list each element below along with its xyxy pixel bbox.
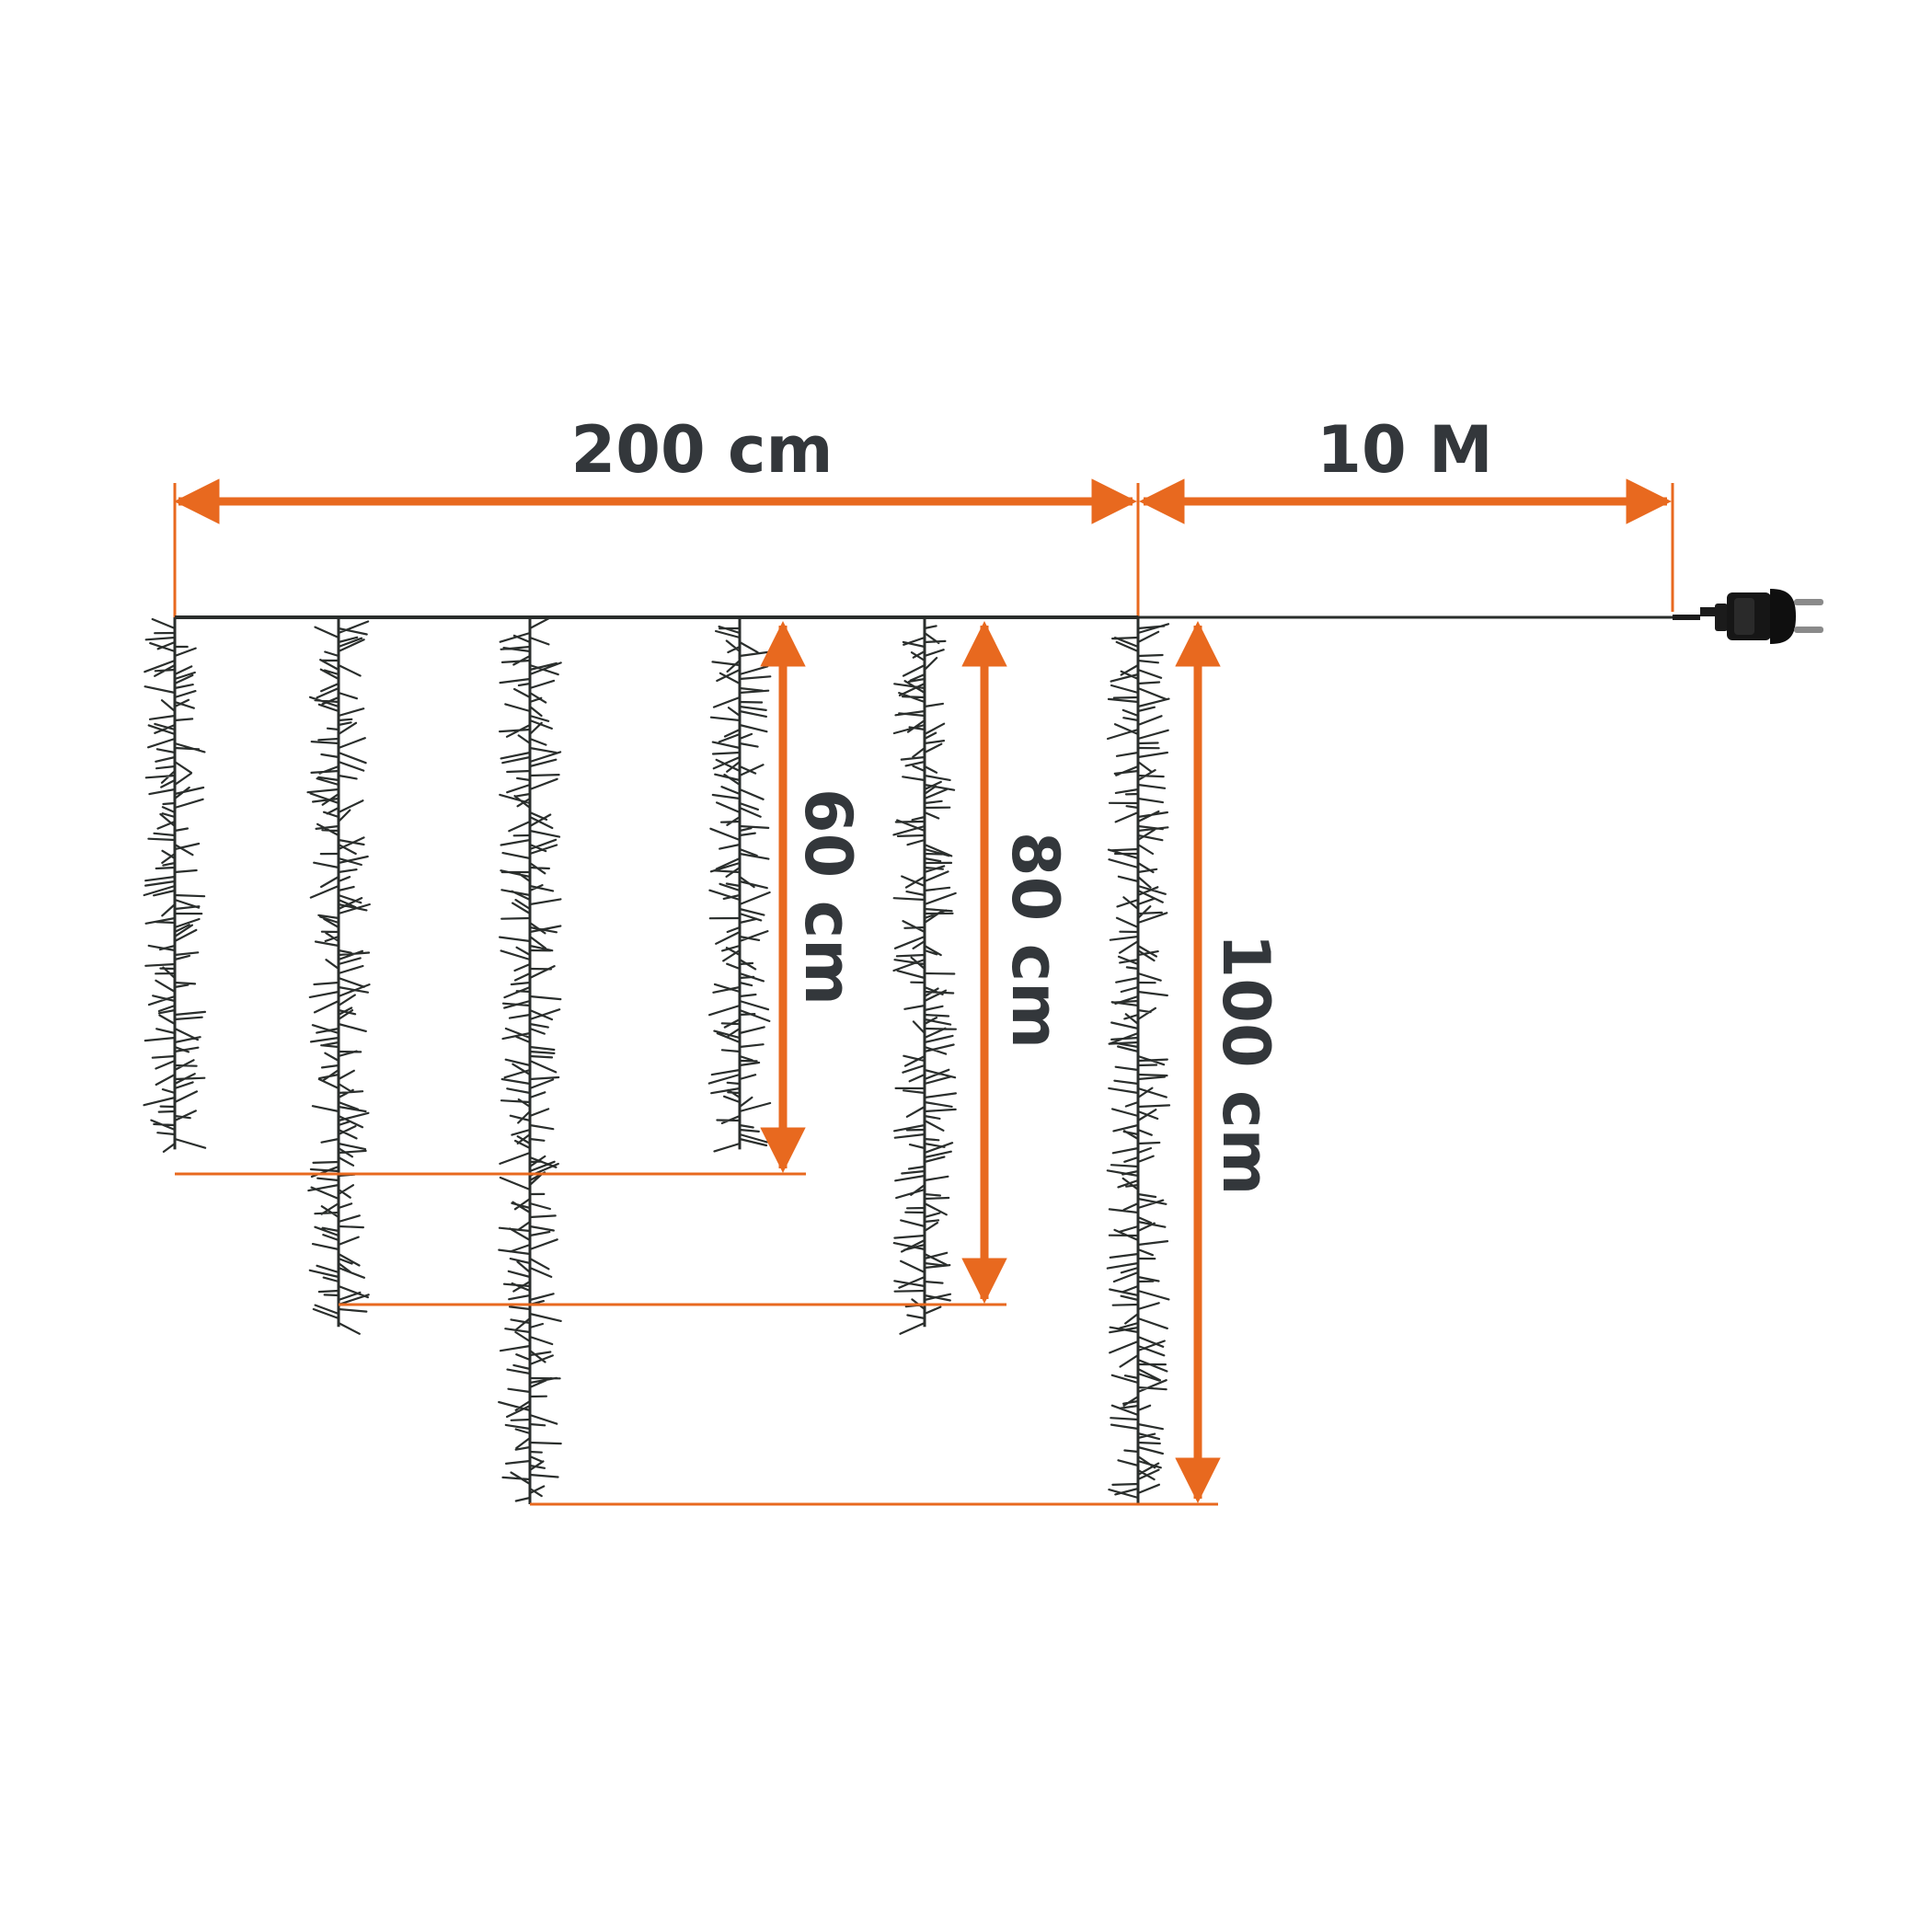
strand-twigs bbox=[306, 620, 371, 1335]
light-strand bbox=[143, 617, 207, 1153]
strand-long-label: 100 cm bbox=[1208, 934, 1283, 1196]
strand-twigs bbox=[498, 616, 562, 1502]
baseline-lines bbox=[175, 1172, 1218, 1506]
power-plug-icon bbox=[1673, 589, 1823, 644]
strand-twigs bbox=[143, 617, 207, 1153]
strand-long-dimension: 100 cm bbox=[1175, 621, 1283, 1503]
cable-label: 10 M bbox=[1317, 412, 1492, 488]
light-strand bbox=[707, 617, 772, 1153]
light-strands bbox=[143, 616, 1171, 1504]
cable-dimension: 10 M bbox=[1139, 412, 1674, 612]
light-strand bbox=[1106, 617, 1171, 1504]
strand-twigs bbox=[707, 625, 772, 1153]
width-label: 200 cm bbox=[571, 412, 834, 488]
strand-short-label: 60 cm bbox=[790, 788, 866, 1006]
strand-medium-label: 80 cm bbox=[997, 832, 1073, 1049]
light-strand bbox=[306, 617, 371, 1335]
strand-short-dimension: 60 cm bbox=[760, 621, 866, 1173]
light-strand bbox=[498, 616, 562, 1504]
light-strand bbox=[892, 617, 957, 1335]
strand-twigs bbox=[1106, 623, 1171, 1500]
strand-medium-dimension: 80 cm bbox=[961, 621, 1073, 1304]
strand-twigs bbox=[892, 625, 957, 1335]
width-dimension: 200 cm bbox=[173, 412, 1140, 621]
